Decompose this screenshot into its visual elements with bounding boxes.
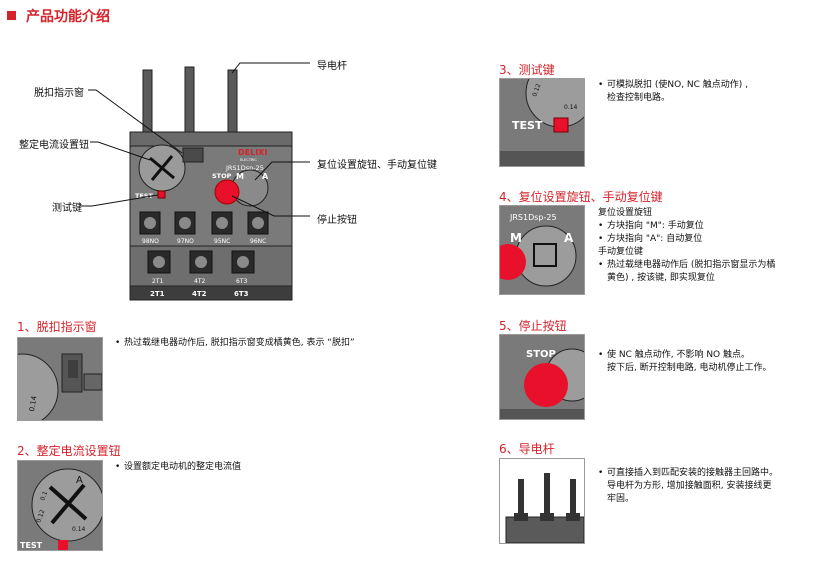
terminal-label: 98NO (142, 238, 159, 245)
callout-current-knob: 整定电流设置钮 (19, 140, 89, 151)
section-title-stop-button: 5、停止按钮 (499, 319, 567, 333)
dial-mark: 0.12 (35, 509, 46, 524)
callout-trip-window: 脱扣指示窗 (34, 88, 84, 99)
section-title-current-knob: 2、整定电流设置钮 (17, 444, 121, 458)
bottom-mark: 4T2 (192, 290, 207, 298)
page-title: 产品功能介绍 (26, 9, 110, 25)
bullet-text: 热过载继电器动作后 (脱扣指示窗显示为橘 黄色) , 按该键, 即实现复位 (607, 260, 776, 283)
bottom-mark: 2T1 (150, 290, 165, 298)
bullet-text: 设置额定电动机的整定电流值 (124, 462, 242, 472)
dial-mark: 0.14 (72, 526, 86, 533)
terminal-label: 97NO (177, 238, 194, 245)
terminal-label: 6T3 (236, 278, 247, 285)
section-title-reset-knob: 4、复位设置旋钮、手动复位键 (499, 190, 663, 204)
dial-mark: 0.12 (531, 83, 542, 98)
sub-heading: 手动复位键 (598, 247, 644, 257)
thumb-conductor (499, 458, 585, 544)
device-model: JRS1Dsp-25 (225, 164, 264, 172)
thumb-test-label: TEST (20, 541, 43, 550)
thumb-a-label: A (564, 231, 574, 245)
callout-conductor: 导电杆 (317, 61, 347, 72)
device-test-label: TEST (135, 192, 154, 200)
dial-mark: 0.1 (39, 490, 49, 502)
device-mode-a: A (262, 172, 269, 181)
callout-test-key: 测试键 (52, 203, 82, 214)
thumb-test-key: 0.14 0.12 TEST (499, 78, 585, 167)
terminal-label: 2T1 (152, 278, 163, 285)
dial-mark: 0.14 (564, 104, 578, 111)
dial-mark: 0.14 (28, 395, 39, 412)
device-brand: DELIXI (238, 148, 267, 157)
thumb-test-label: TEST (512, 119, 543, 132)
thumb-stop-button: STOP (499, 334, 585, 420)
dial-a-label: A (76, 475, 83, 486)
bullet-text: 方块指向 "M": 手动复位 (607, 221, 704, 231)
thumb-reset-knob: JRS1Dsp-25 M A (499, 205, 585, 295)
thumb-trip-window: 0.14 (17, 337, 103, 421)
title-square-icon (7, 11, 16, 20)
device-brand-sub: ELECTRIC (240, 158, 257, 162)
bullet-text: 使 NC 触点动作, 不影响 NO 触点。 按下后, 断开控制电路, 电动机停止… (607, 350, 772, 373)
device-mode-m: M (236, 172, 244, 181)
relay-diagram: DELIXI ELECTRIC JRS1Dsp-25 STOP M A TEST… (80, 62, 310, 301)
callout-stop-button: 停止按钮 (317, 215, 357, 226)
sub-heading: 复位设置旋钮 (598, 208, 653, 218)
thumb-current-knob: A 0.14 0.12 0.1 TEST (17, 460, 103, 551)
thumb-model-label: JRS1Dsp-25 (509, 213, 557, 222)
terminal-label: 4T2 (194, 278, 205, 285)
bullet-text: 方块指向 "A": 自动复位 (607, 234, 703, 244)
thumb-m-label: M (510, 231, 522, 245)
terminal-label: 95NC (214, 238, 230, 245)
callout-reset-knob: 复位设置旋钮、手动复位键 (317, 160, 437, 171)
thumb-stop-label: STOP (526, 349, 556, 360)
bullet-text: 可模拟脱扣 (使NO, NC 触点动作) , 检查控制电路。 (607, 80, 749, 103)
terminal-label: 96NC (250, 238, 266, 245)
device-stop-label: STOP (212, 172, 232, 180)
section-title-conductor: 6、导电杆 (499, 442, 555, 456)
section-title-test-key: 3、测试键 (499, 63, 555, 77)
bullet-text: 热过载继电器动作后, 脱扣指示窗变成橘黄色, 表示 “脱扣” (124, 338, 355, 348)
bottom-mark: 6T3 (234, 290, 249, 298)
bullet-text: 可直接插入到匹配安装的接触器主回路中。 导电杆为方形, 增加接触面积, 安装接线… (607, 468, 779, 504)
section-title-trip-window: 1、脱扣指示窗 (17, 320, 97, 334)
